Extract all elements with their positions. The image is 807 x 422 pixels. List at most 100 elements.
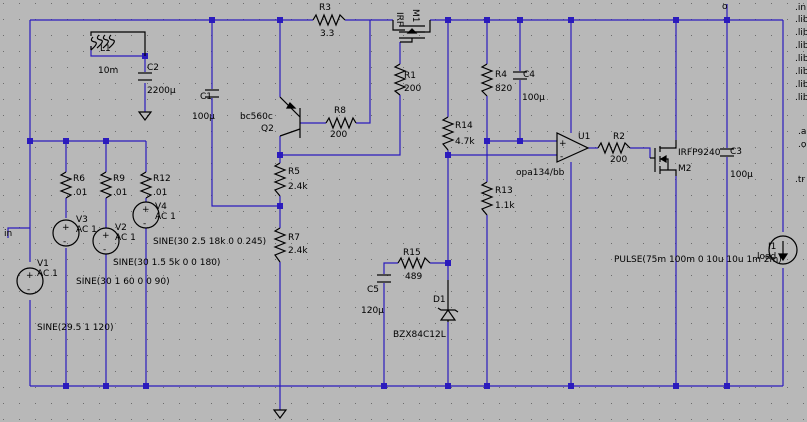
capacitor-c1[interactable]: C1 100µ [192, 89, 219, 122]
v2-minus: - [103, 245, 106, 255]
r6-ref: R6 [73, 174, 85, 184]
c1-value: 100µ [192, 112, 215, 122]
resistor-r4[interactable]: R4 820 [480, 63, 512, 97]
c2-value: 2200µ [147, 86, 176, 96]
capacitor-c3[interactable]: C3 100µ [720, 147, 753, 180]
resistor-r15[interactable]: R15 489 [397, 248, 431, 282]
resistor-r12[interactable]: R12 .01 [139, 171, 171, 199]
r3-value: 3.3 [320, 29, 334, 39]
edge-label-0: .in [795, 3, 806, 13]
edge-label-2: .lib [795, 28, 807, 38]
m2-model: IRFP9240 [678, 148, 721, 158]
edge-label-10: .tr [795, 175, 805, 185]
r2-value: 200 [610, 155, 627, 165]
c3-value: 100µ [730, 170, 753, 180]
r13-ref: R13 [495, 186, 513, 196]
r4-value: 820 [495, 84, 512, 94]
v4-ref: V4 [155, 202, 167, 212]
edge-label-7: .lib [795, 93, 807, 103]
resistor-r5[interactable]: R5 2.4k [273, 162, 308, 197]
l1-ref: L1 [100, 44, 111, 54]
resistor-r1[interactable]: R1 200 [393, 63, 421, 96]
v1-ac: AC 1 [37, 269, 58, 279]
resistor-r6[interactable]: R6 .01 [59, 171, 87, 199]
voltage-source-v1[interactable]: + - V1 AC 1 SINE(29.5 1 120) [16, 259, 113, 333]
r4-ref: R4 [495, 70, 507, 80]
m1-model: IRF [394, 12, 404, 26]
r12-value: .01 [153, 188, 167, 198]
edge-label-1: .lib [795, 15, 807, 25]
net-label-out: o [722, 2, 728, 12]
v4-minus: - [143, 219, 146, 229]
resistor-r8[interactable]: R8 200 [325, 106, 357, 140]
m2-ref: M2 [678, 164, 692, 174]
r15-ref: R15 [403, 248, 421, 258]
net-label-in: in [4, 229, 12, 239]
resistor-r7[interactable]: R7 2.4k [272, 227, 308, 419]
v3-ac: AC 1 [76, 225, 97, 235]
r8-ref: R8 [334, 106, 346, 116]
r1-ref: R1 [404, 71, 416, 81]
c5-value: 120µ [361, 306, 384, 316]
inductor-l1[interactable]: L1 10m [90, 31, 146, 76]
resistor-r13[interactable]: R13 1.1k [480, 181, 515, 216]
d1-ref: D1 [433, 295, 446, 305]
c4-value: 100µ [522, 93, 545, 103]
c4-ref: C4 [523, 70, 535, 80]
c1-ref: C1 [200, 92, 212, 102]
u1-plus: + [559, 139, 567, 149]
r7-value: 2.4k [288, 246, 308, 256]
v2-ref: V2 [115, 223, 127, 233]
q2-model: bc560c [240, 112, 273, 122]
i1-pulse: PULSE(75m 100m 0 10u 10u 1m 2m) [614, 255, 782, 265]
mosfet-m2[interactable]: IRFP9240 M2 [650, 140, 721, 176]
i1-name: load [757, 252, 776, 262]
voltage-source-v4[interactable]: + - V4 AC 1 SINE(30 2.5 18k 0 0 245) [132, 201, 266, 247]
current-source-i1[interactable]: I1 load PULSE(75m 100m 0 10u 10u 1m 2m) [614, 235, 798, 265]
u1-model: opa134/bb [516, 168, 565, 178]
v3-ref: V3 [76, 215, 88, 225]
edge-label-6: .lib [795, 80, 807, 90]
r3-ref: R3 [319, 3, 331, 13]
voltage-source-v2[interactable]: + - V2 AC 1 SINE(30 1.5 5k 0 0 180) [92, 223, 220, 268]
edge-label-5: .lib [795, 67, 807, 77]
r1-value: 200 [404, 84, 421, 94]
junctions [27, 17, 730, 389]
edge-label-8: .a [798, 127, 806, 137]
r6-value: .01 [73, 188, 87, 198]
m1-ref: M1 [410, 9, 420, 23]
r13-value: 1.1k [495, 201, 515, 211]
v2-plus: + [102, 231, 110, 241]
v3-minus: - [63, 237, 66, 247]
opamp-u1[interactable]: + - U1 opa134/bb [516, 132, 590, 178]
v1-sine: SINE(29.5 1 120) [37, 323, 113, 333]
edge-directives: .in .lib .lib .lib .lib .lib .lib .lib .… [795, 3, 807, 185]
capacitor-c2[interactable]: C2 2200µ [137, 63, 176, 121]
v3-plus: + [62, 223, 70, 233]
capacitor-c5[interactable]: C5 120µ [361, 274, 391, 316]
edge-label-3: .lib [795, 41, 807, 51]
resistor-r9[interactable]: R9 .01 [99, 171, 127, 199]
v4-sine: SINE(30 2.5 18k 0 0 245) [153, 237, 266, 247]
r12-ref: R12 [153, 174, 171, 184]
resistor-r2[interactable]: R2 200 [597, 132, 631, 165]
transistor-q2[interactable]: bc560c Q2 [240, 96, 301, 138]
capacitor-c4[interactable]: C4 100µ [513, 70, 545, 103]
r8-value: 200 [330, 130, 347, 140]
c2-ref: C2 [147, 63, 159, 73]
zener-d1[interactable]: D1 BZX84C12L [393, 280, 459, 340]
mosfet-m1[interactable]: IRF M1 [392, 9, 431, 43]
v2-sine: SINE(30 1.5 5k 0 0 180) [113, 258, 220, 268]
q2-ref: Q2 [261, 124, 274, 134]
r5-value: 2.4k [288, 182, 308, 192]
resistor-r3[interactable]: R3 3.3 [312, 3, 346, 39]
r7-ref: R7 [288, 233, 300, 243]
d1-model: BZX84C12L [393, 330, 446, 340]
v4-ac: AC 1 [155, 212, 176, 222]
v2-ac: AC 1 [115, 233, 136, 243]
resistor-r14[interactable]: R14 4.7k [441, 116, 475, 151]
l1-value: 10m [98, 66, 118, 76]
voltage-source-v3[interactable]: + - V3 AC 1 SINE(30 1 60 0 0 90) [52, 215, 170, 287]
r14-ref: R14 [455, 121, 473, 131]
